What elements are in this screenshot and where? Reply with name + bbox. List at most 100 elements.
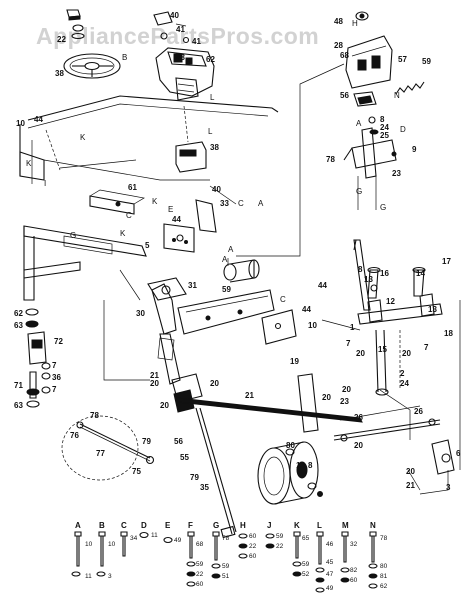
callout: 20 xyxy=(342,385,351,394)
callout: 28 xyxy=(334,41,343,50)
hw-part-num: 59 xyxy=(222,563,230,570)
nut-icon xyxy=(163,536,173,544)
bolt-icon xyxy=(369,531,377,563)
callout: 38 xyxy=(55,69,64,78)
front-axle xyxy=(357,293,443,396)
ref-letter: C xyxy=(280,295,286,304)
callout: 63 xyxy=(14,321,23,330)
hw-part-num: 51 xyxy=(222,573,230,580)
nut-icon xyxy=(186,581,196,587)
hw-part-num: 60 xyxy=(249,533,257,540)
hw-part-num: 59 xyxy=(302,561,310,568)
callout: 20 xyxy=(356,349,365,358)
callout: 20 xyxy=(402,349,411,358)
steering-support xyxy=(151,283,275,385)
callout: 61 xyxy=(128,183,137,192)
ref-letter: A xyxy=(222,255,228,264)
callout: 40 xyxy=(212,185,221,194)
lift-lever-bracket xyxy=(345,11,393,89)
ref-letter: B xyxy=(122,53,127,62)
steering-gear xyxy=(171,373,203,413)
washer-icon xyxy=(96,571,106,577)
callout: 30 xyxy=(136,309,145,318)
callout: 24 xyxy=(380,123,389,132)
callout: 36 xyxy=(52,373,61,382)
callout: 43 xyxy=(176,53,185,62)
callout: 5 xyxy=(145,241,150,250)
callout: 41 xyxy=(176,25,185,34)
hw-part-num: 81 xyxy=(380,573,388,580)
callout: 79 xyxy=(190,473,199,482)
callout: 25 xyxy=(380,131,389,140)
hw-part-num: 22 xyxy=(249,543,257,550)
callout: 75 xyxy=(132,467,141,476)
callout: 21 xyxy=(406,481,415,490)
hw-part-num: 11 xyxy=(151,532,158,539)
washer-icon xyxy=(368,563,378,569)
callout: 71 xyxy=(14,381,23,390)
callout: 8 xyxy=(380,115,385,124)
axle-pivot-shaft xyxy=(353,239,371,311)
callout: 38 xyxy=(210,143,219,152)
callout: 56 xyxy=(174,437,183,446)
reference-letters: B L L H N K I K C K E C A G K A C A D G … xyxy=(26,19,406,304)
callout: 44 xyxy=(172,215,181,224)
bolt-icon xyxy=(212,531,220,561)
callout: 23 xyxy=(340,397,349,406)
callout: 8 xyxy=(358,265,363,274)
callout: 63 xyxy=(14,401,23,410)
ref-letter: D xyxy=(400,125,406,134)
callout: 26 xyxy=(414,407,423,416)
callout: 15 xyxy=(378,345,387,354)
ref-letter: G xyxy=(380,203,386,212)
hw-part-num: 10 xyxy=(108,541,116,548)
nut-icon xyxy=(211,573,221,579)
callout: 9 xyxy=(412,145,417,154)
callout: 44 xyxy=(318,281,327,290)
ref-letter: K xyxy=(152,197,158,206)
callout: 3 xyxy=(446,483,451,492)
ref-letter: L xyxy=(210,93,215,102)
nut-icon xyxy=(238,553,248,559)
hw-part-num: 10 xyxy=(85,541,93,548)
hw-part-num: 80 xyxy=(380,563,388,570)
hw-letter-c: C xyxy=(121,521,127,530)
callout: 19 xyxy=(290,357,299,366)
spindle-arm xyxy=(297,373,455,475)
hw-part-num: 34 xyxy=(130,535,138,542)
callout: 21 xyxy=(150,371,159,380)
leader-lines xyxy=(59,63,461,495)
hw-part-num: 47 xyxy=(326,571,334,578)
hw-part-num: 32 xyxy=(350,541,358,548)
steering-collar xyxy=(223,259,260,283)
hw-letter-d: D xyxy=(141,521,147,530)
callout: 59 xyxy=(422,57,431,66)
callout: 44 xyxy=(34,115,43,124)
hw-part-num: 60 xyxy=(196,581,204,588)
nut-icon xyxy=(368,583,378,589)
callout: 6 xyxy=(456,449,461,458)
callout: 13 xyxy=(296,461,305,470)
main-frame-rail xyxy=(23,225,147,301)
ref-letter: E xyxy=(168,205,173,214)
hw-part-num: 45 xyxy=(326,559,334,566)
callout: 79 xyxy=(142,437,151,446)
hw-part-num: 59 xyxy=(276,533,284,540)
bolt-icon xyxy=(316,531,324,565)
callout: 13 xyxy=(428,305,437,314)
callout: 44 xyxy=(302,305,311,314)
hw-letter-m: M xyxy=(342,521,349,530)
hw-letter-k: K xyxy=(294,521,300,530)
washer-icon xyxy=(292,561,302,567)
callout: 20 xyxy=(322,393,331,402)
ref-letter: C xyxy=(126,211,132,220)
dash-console xyxy=(155,47,215,101)
hw-part-num: 49 xyxy=(174,537,182,544)
callout: 12 xyxy=(386,297,395,306)
callout: 22 xyxy=(57,35,66,44)
steering-shaft xyxy=(195,407,237,539)
callout: 16 xyxy=(380,269,389,278)
washer-icon xyxy=(186,561,196,567)
hw-part-num: 78 xyxy=(380,535,388,542)
callout: 7 xyxy=(424,343,429,352)
